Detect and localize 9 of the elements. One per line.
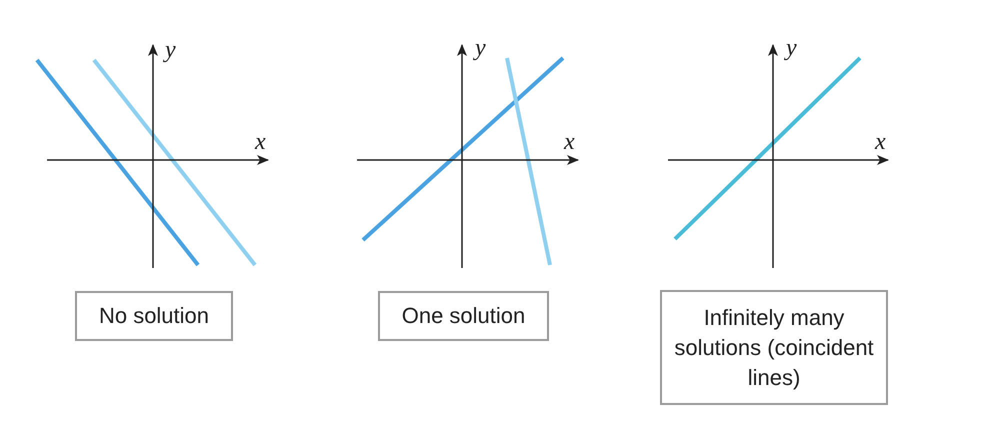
y-axis-label: y bbox=[165, 38, 176, 62]
x-axis-label: x bbox=[255, 130, 266, 154]
caption-box: One solution bbox=[378, 291, 549, 341]
y-axis-label: y bbox=[786, 36, 797, 60]
caption-box: No solution bbox=[75, 291, 233, 341]
x-axis-label: x bbox=[564, 130, 575, 154]
caption-box: Infinitely many solutions (coincident lines) bbox=[660, 290, 888, 405]
y-axis-label: y bbox=[475, 36, 486, 60]
x-axis-label: x bbox=[875, 130, 886, 154]
